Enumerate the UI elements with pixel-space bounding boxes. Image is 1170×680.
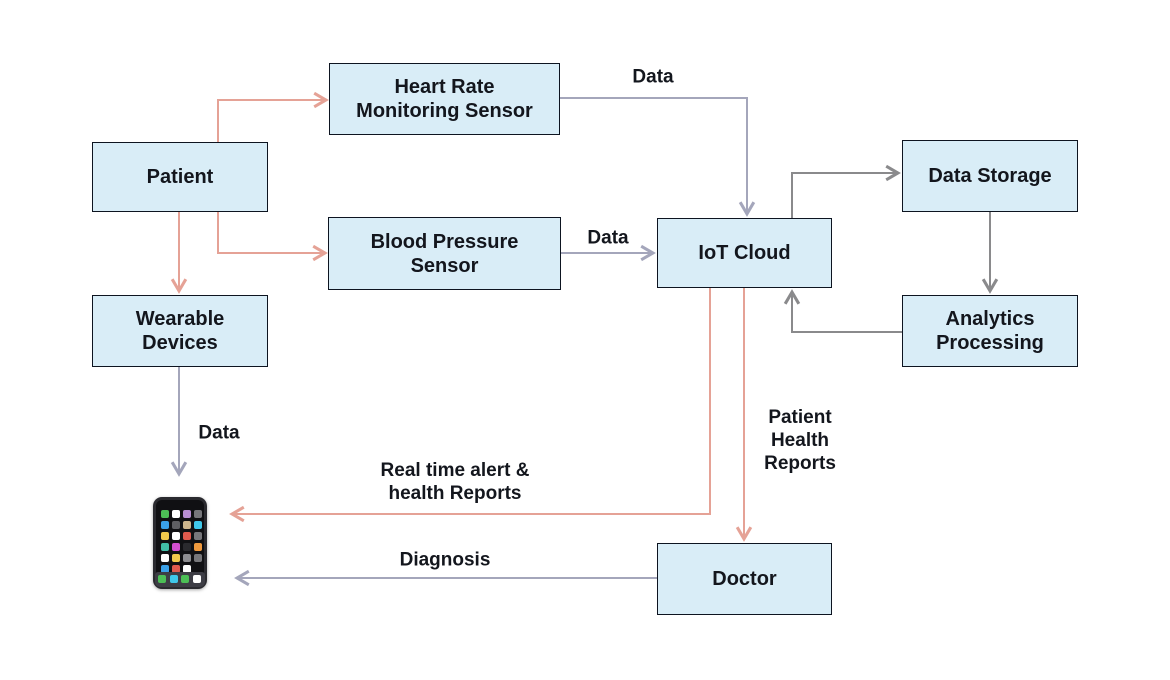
phone-app-tile — [194, 510, 202, 518]
phone-screen — [156, 500, 204, 586]
phone-app-tile — [161, 565, 169, 573]
phone-app-tile — [183, 521, 191, 529]
phone-dock-tile — [158, 575, 166, 583]
phone-dock — [155, 572, 205, 587]
phone-app-tile — [183, 510, 191, 518]
label-blood-pressure-data: Data — [587, 227, 629, 249]
node-analytics-processing: Analytics Processing — [902, 295, 1078, 367]
phone-app-tile — [183, 565, 191, 573]
edge-heart-rate-to-iot-cloud — [560, 97, 756, 217]
node-heart-rate-sensor: Heart Rate Monitoring Sensor — [329, 63, 560, 135]
phone-app-tile — [183, 532, 191, 540]
phone-app-tile — [194, 521, 202, 529]
phone-app-tile — [161, 521, 169, 529]
phone-app-tile — [161, 532, 169, 540]
phone-app-tile — [161, 510, 169, 518]
edge-iot-cloud-to-phone-realtime — [229, 288, 711, 523]
phone-dock-tile — [181, 575, 189, 583]
label-heart-rate-data: Data — [632, 66, 674, 88]
phone-app-tile — [172, 521, 180, 529]
node-wearable-devices: Wearable Devices — [92, 295, 268, 367]
phone-app-tile — [194, 532, 202, 540]
phone-app-tile — [183, 554, 191, 562]
phone-app-tile — [194, 554, 202, 562]
edge-analytics-to-iot-cloud — [783, 289, 902, 333]
phone-app-tile — [161, 554, 169, 562]
label-wearable-data: Data — [198, 422, 240, 444]
node-data-storage: Data Storage — [902, 140, 1078, 212]
phone-app-tile — [172, 554, 180, 562]
node-iot-cloud: IoT Cloud — [657, 218, 832, 288]
smartphone-icon — [153, 497, 207, 589]
node-blood-pressure-sensor: Blood Pressure Sensor — [328, 217, 561, 290]
phone-app-tile — [161, 543, 169, 551]
node-doctor: Doctor — [657, 543, 832, 615]
edge-iot-cloud-to-data-storage — [791, 164, 901, 218]
phone-app-tile — [172, 565, 180, 573]
label-realtime-alert: Real time alert & health Reports — [380, 460, 530, 504]
phone-app-tile — [172, 510, 180, 518]
edge-patient-to-heart-rate — [217, 91, 329, 142]
label-patient-health-reports: Patient Health Reports — [764, 406, 836, 474]
edge-patient-to-blood-pressure — [217, 212, 328, 262]
node-patient: Patient — [92, 142, 268, 212]
phone-app-tile — [183, 543, 191, 551]
phone-dock-tile — [169, 575, 178, 583]
phone-dock-tile — [192, 575, 201, 583]
phone-app-tile — [194, 543, 202, 551]
label-diagnosis: Diagnosis — [399, 549, 491, 571]
phone-app-tile — [172, 543, 180, 551]
phone-app-tile — [172, 532, 180, 540]
